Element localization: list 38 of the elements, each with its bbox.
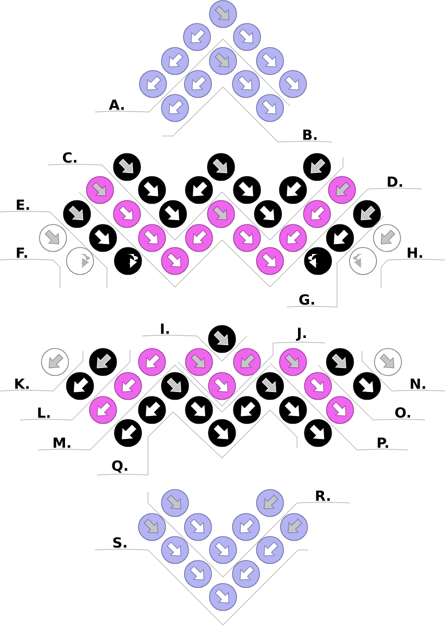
step-letter: B. <box>303 130 317 140</box>
step-letter: O. <box>395 407 410 418</box>
leader-line <box>48 156 344 240</box>
leader-line <box>94 38 290 112</box>
leader-line <box>286 216 384 308</box>
leader-line <box>94 548 308 626</box>
step-letter: G. <box>299 294 314 305</box>
leader-line <box>78 188 422 288</box>
step-letter: Q. <box>112 460 128 473</box>
leader-line <box>362 350 445 392</box>
step-letter: E. <box>16 200 29 210</box>
step-letter: H. <box>408 248 422 258</box>
step-letter: P. <box>378 438 388 448</box>
step-letter: R. <box>316 490 330 501</box>
leader-line <box>38 364 270 450</box>
step-letter: F. <box>16 248 27 258</box>
step-letter: K. <box>15 378 29 389</box>
leader-line <box>0 210 108 288</box>
leader-line <box>380 258 445 288</box>
leader-line <box>162 86 332 142</box>
leader-line <box>318 364 426 420</box>
step-letter: A. <box>108 100 124 110</box>
step-letter: C. <box>62 152 76 163</box>
leader-line <box>148 492 350 578</box>
leader-line <box>178 342 326 406</box>
leader-line <box>142 334 248 362</box>
leader-line <box>270 362 408 450</box>
step-letter: S. <box>113 537 126 548</box>
step-letter: D. <box>388 176 402 187</box>
step-letter: M. <box>54 438 70 448</box>
step-letter: I. <box>161 324 169 334</box>
leader-line <box>0 258 60 288</box>
step-letter: J. <box>296 328 306 341</box>
leader-line <box>0 350 84 392</box>
leader-line <box>96 410 298 476</box>
leader-line <box>20 350 130 420</box>
step-letter: L. <box>38 408 50 418</box>
step-letter: N. <box>410 378 426 389</box>
